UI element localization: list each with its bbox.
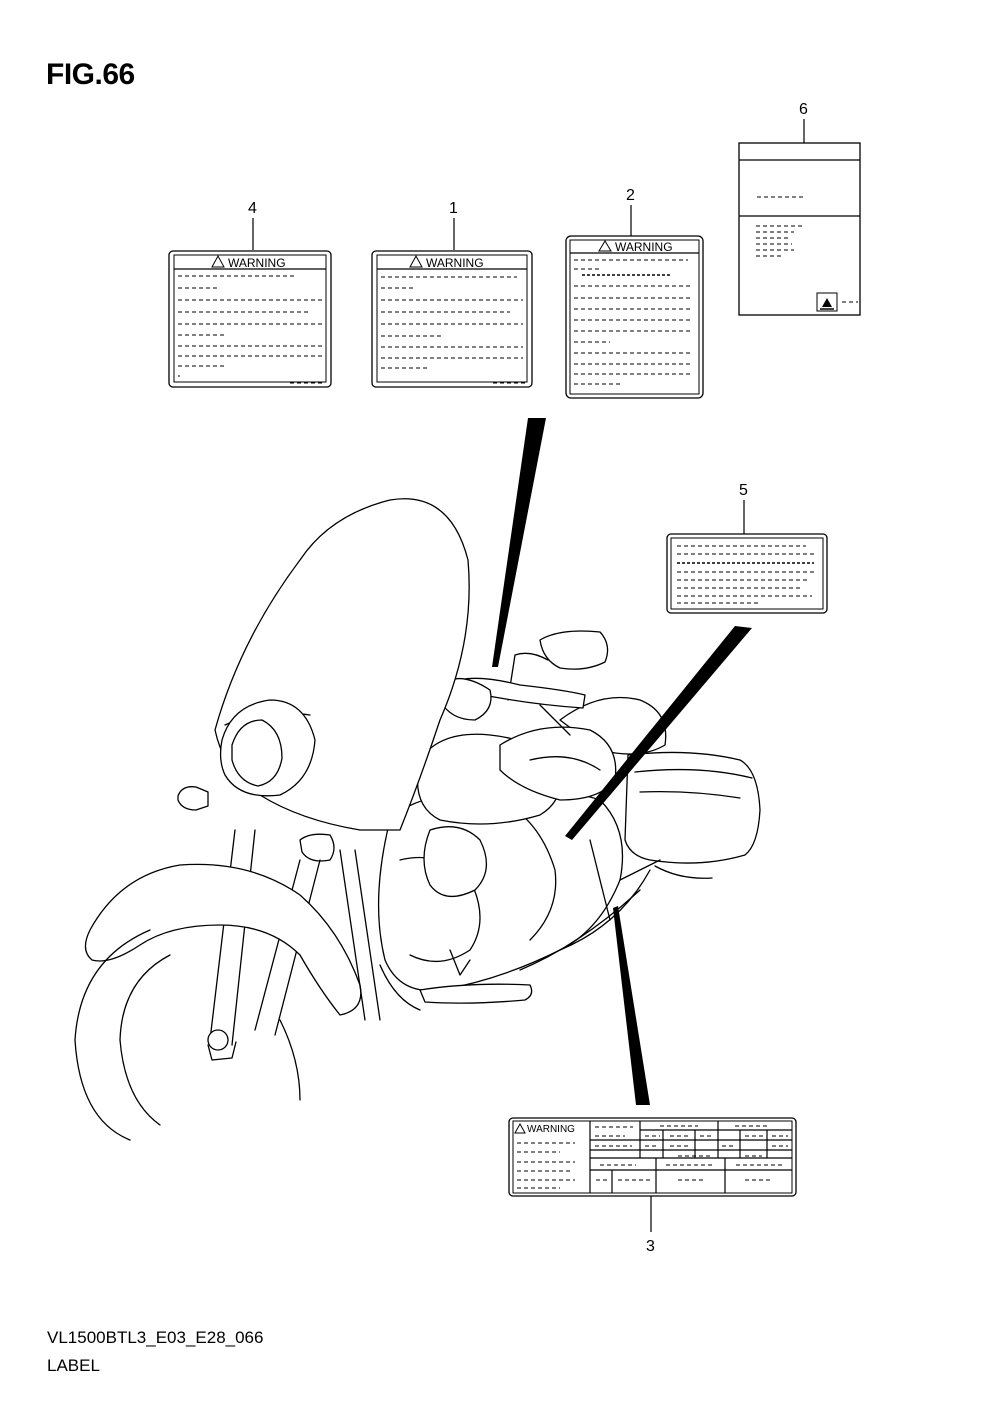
pointer-label-1	[492, 418, 546, 667]
manufacturer-logo-icon	[816, 292, 838, 312]
label-6[interactable]: 6	[738, 101, 861, 316]
pointer-label-5	[565, 626, 752, 840]
label-4[interactable]: 4 WARNING	[168, 200, 332, 388]
label-2-heading: WARNING	[615, 240, 673, 254]
diagram-name: LABEL	[47, 1356, 100, 1375]
label-1[interactable]: 1 WARNING	[371, 200, 533, 388]
label-1-heading: WARNING	[426, 256, 484, 270]
callout-3: 3	[646, 1238, 655, 1255]
label-4-heading: WARNING	[228, 256, 286, 270]
motorcycle-illustration	[74, 418, 761, 1141]
label-3[interactable]: WARNING	[508, 1117, 797, 1255]
callout-5: 5	[739, 482, 748, 499]
callout-6: 6	[799, 101, 808, 118]
warning-triangle-icon	[598, 240, 612, 252]
diagram-code: VL1500BTL3_E03_E28_066	[47, 1328, 264, 1347]
warning-triangle-icon	[211, 254, 225, 268]
warning-triangle-icon	[409, 254, 423, 268]
label-2[interactable]: 2 WARNING	[565, 187, 704, 399]
warning-triangle-icon	[514, 1122, 526, 1134]
pointer-label-3	[613, 906, 650, 1105]
figure-title: FIG.66	[46, 58, 135, 91]
label-3-heading: WARNING	[527, 1124, 575, 1135]
callout-1: 1	[449, 200, 458, 217]
callout-2: 2	[626, 187, 635, 204]
callout-4: 4	[248, 200, 257, 217]
label-5[interactable]: 5	[666, 482, 828, 614]
